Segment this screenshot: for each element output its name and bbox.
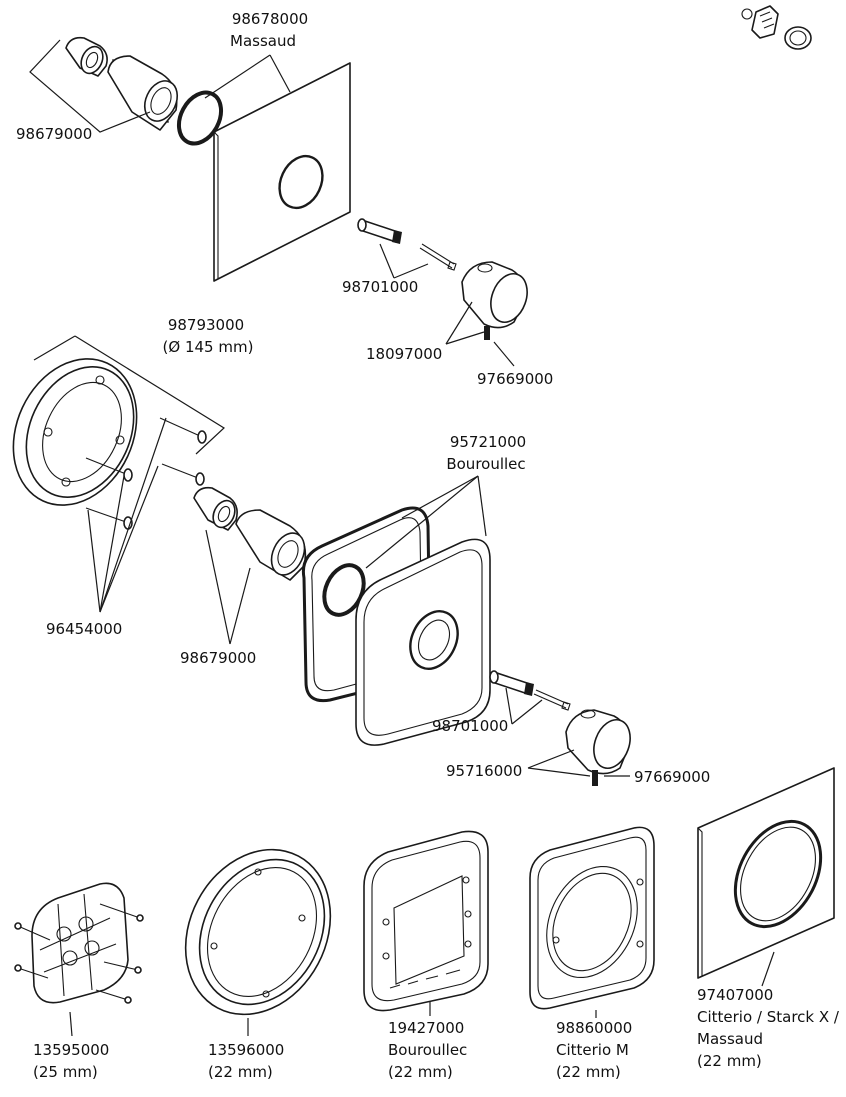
round-baseplate <box>12 358 138 506</box>
screw-mid <box>533 689 571 711</box>
assembly-thumbnail <box>741 5 812 50</box>
label-bottom-2-code: 13596000 <box>208 1041 284 1059</box>
massaud-trim-plate <box>213 62 351 282</box>
label-massaud-trim-name: Massaud <box>230 32 296 50</box>
spindle-extension-mid <box>489 670 534 696</box>
screw-top <box>419 243 457 271</box>
extension-ring-round <box>184 848 332 1016</box>
label-handle-mid: 95716000 <box>446 762 522 780</box>
part-labels: 98678000 Massaud 98679000 98701000 18097… <box>16 10 840 1081</box>
o-ring-top <box>176 90 224 146</box>
mounting-screws <box>85 417 207 530</box>
label-bouroullec-trim-name: Bouroullec <box>446 455 525 473</box>
label-bouroullec-trim-code: 95721000 <box>450 433 526 451</box>
sleeve-large-mid <box>235 509 307 581</box>
label-spindle-mid: 98701000 <box>432 717 508 735</box>
label-bottom-1-size: (25 mm) <box>33 1063 98 1081</box>
leader-lines <box>29 39 775 1037</box>
label-bottom-4-size: (22 mm) <box>556 1063 621 1081</box>
label-bottom-4-code: 98860000 <box>556 1019 632 1037</box>
label-bottom-5-name2: Massaud <box>697 1030 763 1048</box>
label-screws: 96454000 <box>46 620 122 638</box>
label-bottom-3-code: 19427000 <box>388 1019 464 1037</box>
label-grub-screw-top: 97669000 <box>477 370 553 388</box>
rough-in-installation-kit <box>14 882 144 1004</box>
label-handle-top: 18097000 <box>366 345 442 363</box>
label-baseplate-size: (Ø 145 mm) <box>163 338 254 356</box>
label-bottom-5-code: 97407000 <box>697 986 773 1004</box>
label-massaud-trim-code: 98678000 <box>232 10 308 28</box>
bouroullec-trim-plate <box>355 538 491 746</box>
label-bottom-5-size: (22 mm) <box>697 1052 762 1070</box>
label-grub-screw-mid: 97669000 <box>634 768 710 786</box>
label-bottom-1-code: 13595000 <box>33 1041 109 1059</box>
grub-screw-top <box>484 326 490 340</box>
sleeve-small-top <box>65 36 108 77</box>
extension-frame-bouroullec <box>363 830 489 1012</box>
handle-knob-top <box>461 261 528 329</box>
label-baseplate-code: 98793000 <box>168 316 244 334</box>
label-spindle-top: 98701000 <box>342 278 418 296</box>
sleeve-large-top <box>107 55 179 131</box>
square-trim-plate <box>697 767 835 979</box>
label-sleeve-mid: 98679000 <box>180 649 256 667</box>
label-bottom-2-size: (22 mm) <box>208 1063 273 1081</box>
extension-frame-citterio-m <box>529 826 655 1010</box>
label-bottom-3-size: (22 mm) <box>388 1063 453 1081</box>
grub-screw-mid <box>592 770 598 786</box>
label-bottom-5-name: Citterio / Starck X / <box>697 1008 840 1026</box>
sleeve-small-mid <box>193 486 238 531</box>
label-sleeve-top: 98679000 <box>16 125 92 143</box>
label-bottom-4-name: Citterio M <box>556 1041 629 1059</box>
spindle-extension-top <box>357 218 402 244</box>
label-bottom-3-name: Bouroullec <box>388 1041 467 1059</box>
handle-knob-mid <box>565 709 631 775</box>
